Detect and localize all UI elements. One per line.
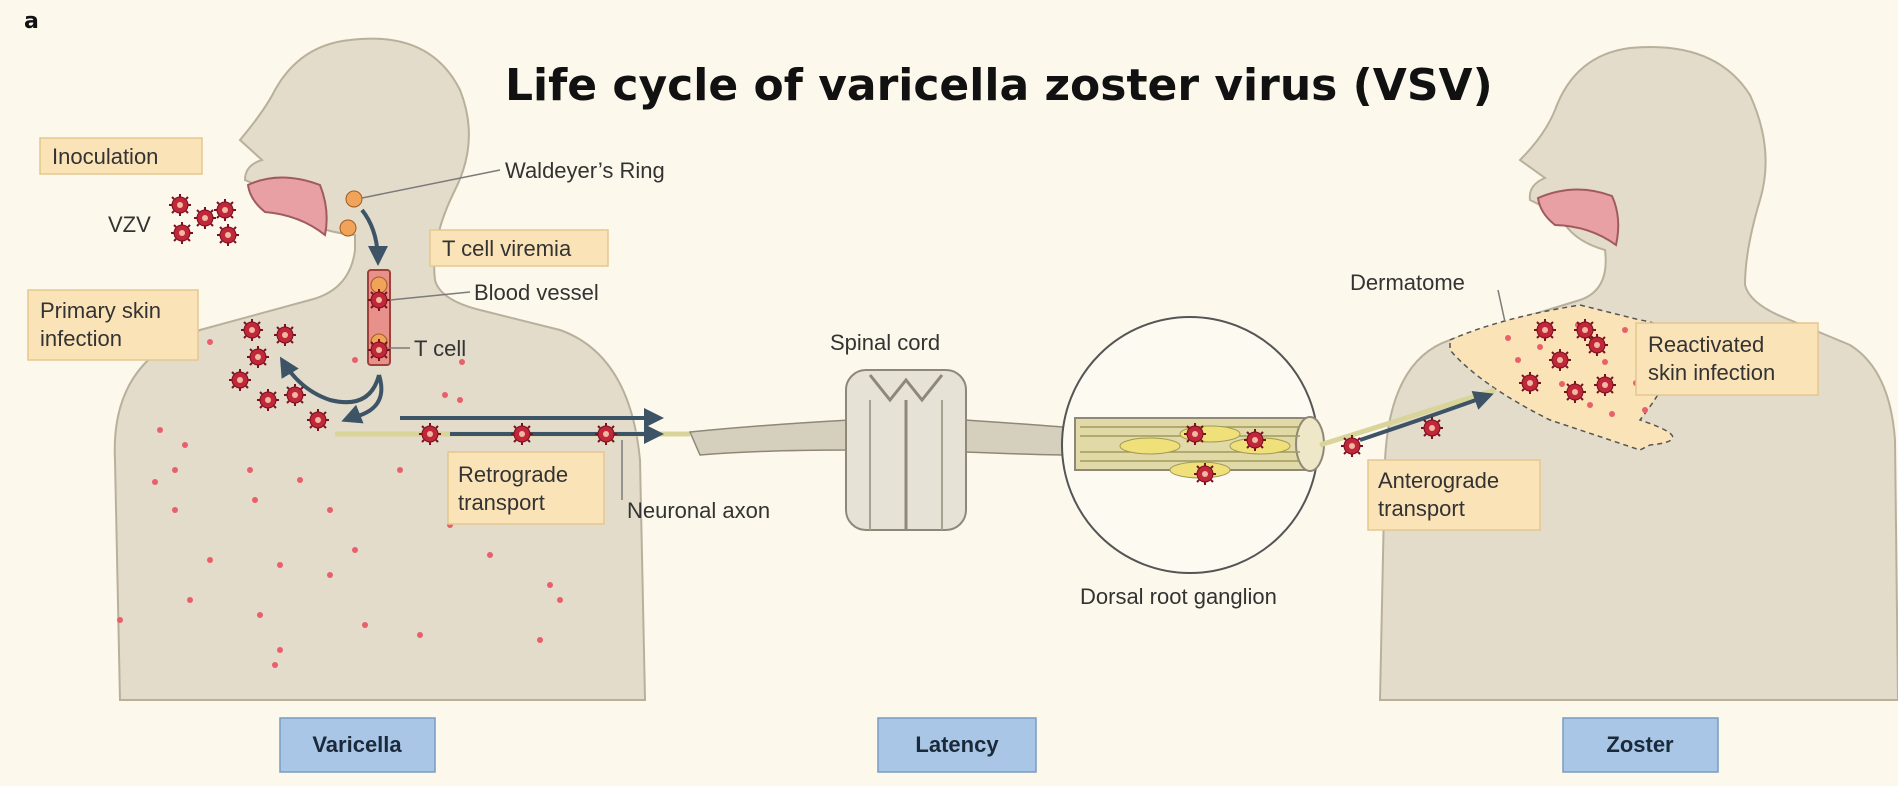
vzv-particle (194, 207, 216, 229)
stage-box-zoster: Zoster (1563, 718, 1718, 772)
dermatome-label: Dermatome (1350, 270, 1465, 295)
spinal-cord (846, 370, 966, 530)
vzv-particle (171, 222, 193, 244)
vzv-particle (214, 199, 236, 221)
primary-skin-label-line2: infection (40, 326, 122, 351)
skin-virus (229, 369, 251, 391)
retrograde-label-line1: Retrograde (458, 462, 568, 487)
spinal-cord-label: Spinal cord (830, 330, 940, 355)
diagram-title: Life cycle of varicella zoster virus (VS… (505, 60, 1493, 111)
anterograde-virus (1421, 417, 1443, 439)
reactivated-virus (1549, 349, 1571, 371)
latent-virus (1244, 429, 1266, 451)
inoculation-label: Inoculation (52, 144, 158, 169)
waldeyer-node (346, 191, 362, 207)
dorsal-root-ganglion-label: Dorsal root ganglion (1080, 584, 1277, 609)
virus-in-vessel (368, 339, 390, 361)
primary-skin-infection-label-box: Primary skin infection (28, 290, 198, 360)
stage-label-varicella: Varicella (312, 732, 402, 757)
t-cell-label: T cell (414, 336, 466, 361)
anterograde-label-line2: transport (1378, 496, 1465, 521)
stage-label-latency: Latency (915, 732, 999, 757)
reactivated-skin-infection-label-box: Reactivated skin infection (1636, 323, 1818, 395)
axon-virus (511, 423, 533, 445)
skin-virus (257, 389, 279, 411)
skin-virus (247, 346, 269, 368)
t-cell-viremia-label: T cell viremia (442, 236, 572, 261)
inoculation-label-box: Inoculation (40, 138, 202, 174)
anterograde-label-line1: Anterograde (1378, 468, 1499, 493)
anterograde-virus (1341, 435, 1363, 457)
skin-virus (241, 319, 263, 341)
stage-box-varicella: Varicella (280, 718, 435, 772)
primary-skin-label-line1: Primary skin (40, 298, 161, 323)
reactivated-label-line1: Reactivated (1648, 332, 1764, 357)
stage-label-zoster: Zoster (1606, 732, 1674, 757)
axon-virus (595, 423, 617, 445)
retrograde-label-line2: transport (458, 490, 545, 515)
vzv-particle (217, 224, 239, 246)
reactivated-virus (1586, 334, 1608, 356)
reactivated-label-line2: skin infection (1648, 360, 1775, 385)
blood-vessel-label: Blood vessel (474, 280, 599, 305)
virus-in-vessel (368, 289, 390, 311)
dermatome-leader (1498, 290, 1505, 322)
axon-virus (419, 423, 441, 445)
left-mouth (248, 178, 327, 236)
reactivated-virus (1594, 374, 1616, 396)
waldeyers-ring-label: Waldeyer’s Ring (505, 158, 665, 183)
retrograde-transport-label-box: Retrograde transport (448, 452, 604, 524)
skin-virus (307, 409, 329, 431)
stage-box-latency: Latency (878, 718, 1036, 772)
skin-virus (284, 384, 306, 406)
neuronal-axon-label: Neuronal axon (627, 498, 770, 523)
reactivated-virus (1564, 381, 1586, 403)
skin-virus (274, 324, 296, 346)
waldeyer-node (340, 220, 356, 236)
latent-virus (1184, 423, 1206, 445)
vzv-particle (169, 194, 191, 216)
t-cell-viremia-label-box: T cell viremia (430, 230, 608, 266)
anterograde-transport-label-box: Anterograde transport (1368, 460, 1540, 530)
reactivated-virus (1534, 319, 1556, 341)
panel-letter: a (24, 9, 39, 34)
latent-virus (1194, 463, 1216, 485)
vzv-label: VZV (108, 212, 151, 237)
reactivated-virus (1519, 372, 1541, 394)
